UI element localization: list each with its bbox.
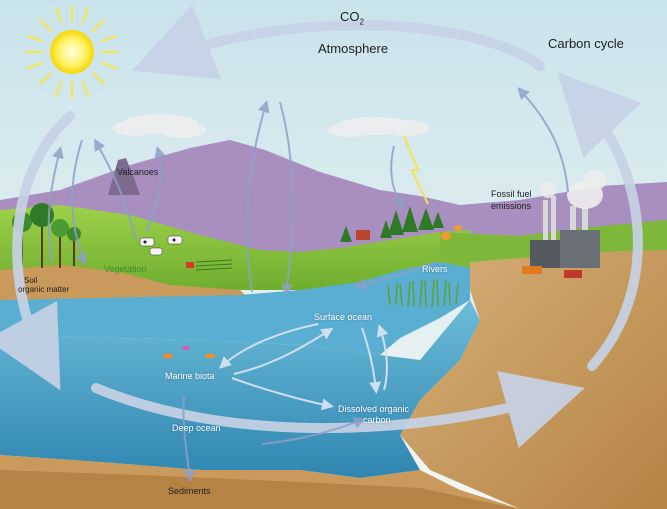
soil-label-1: Soil [24,276,38,285]
sediment-layer [0,470,520,509]
forest-middle [340,206,444,242]
soil-layer [0,265,250,300]
ocean-body [0,300,480,478]
lightning-icon [403,135,429,205]
fossil-fuel-label-1: Fossil fuel [491,189,532,199]
fossil-fuel-label-2: emissions [491,201,532,211]
volcano [108,158,140,195]
ocean-exchange-arrows [219,323,389,411]
fire-icon [441,225,462,240]
fish-icon [163,346,215,359]
house [356,230,370,240]
cattle [139,235,183,256]
cloud-icon [328,117,429,137]
tractor-icon [186,262,194,268]
vegetation-label: Vegetation [104,264,147,274]
exchange-arrows [47,87,569,482]
main-cycle-arrows [0,4,643,449]
sediments-label: Sediments [168,486,211,496]
dissolved-carbon-label-1: Dissolved organic [338,404,410,414]
deep-ocean-label: Deep ocean [172,423,221,433]
soil-label-2: organic matter [18,285,70,294]
volcanoes-label: Valcanoes [117,167,159,177]
land-vegetation [0,205,470,290]
cloud-icon [113,114,206,138]
co2-label: CO2 [340,9,364,27]
factory-icon [522,170,607,278]
diagram-title: Carbon cycle [548,36,624,51]
marine-biota-label: Marine biota [165,371,215,381]
reeds [387,278,459,308]
crop-rows [195,259,233,271]
atmosphere-label: Atmosphere [318,41,389,56]
surface-ocean-label: Surface ocean [314,312,373,322]
dissolved-carbon-label-2: carbon [363,415,391,425]
rivers-label: Rivers [422,264,448,274]
sun-icon [25,5,119,99]
ocean-surface [0,262,470,355]
